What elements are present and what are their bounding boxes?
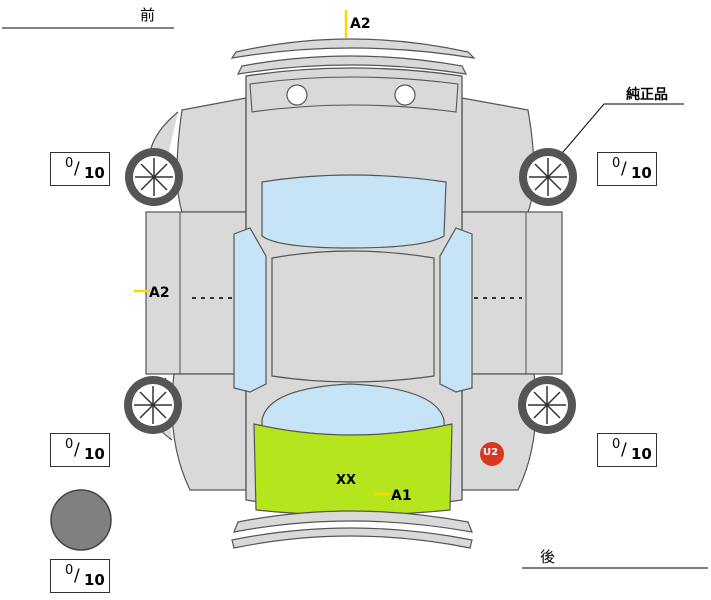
score-max: 10 [631, 164, 652, 182]
front-label: 前 [140, 6, 156, 24]
damage-code-rear: A1 [391, 488, 412, 504]
windshield [261, 174, 447, 249]
damage-code-left: A2 [149, 285, 170, 301]
score-separator: / [621, 440, 627, 460]
left-headlight [286, 84, 308, 106]
score-max: 10 [84, 164, 105, 182]
rear-bumper [233, 510, 473, 533]
score-separator: / [621, 159, 627, 179]
right-front-fender [461, 97, 535, 213]
score-max: 10 [84, 571, 105, 589]
left-side-window [233, 227, 267, 393]
right-doors [461, 211, 563, 375]
front-bumper-lower [236, 55, 468, 75]
score-value: 0 [65, 563, 74, 578]
u2-badge-label: U2 [483, 447, 499, 458]
rear-bumper-lower [231, 527, 473, 549]
score-value: 0 [65, 156, 74, 171]
scratch-mark-xx: XX [336, 473, 357, 488]
score-box-rear-left: 0 / 10 [50, 433, 110, 467]
roof [271, 250, 435, 383]
front-left-wheel-icon [125, 148, 183, 206]
score-box-front-right: 0 / 10 [597, 152, 657, 186]
genuine-leader-line [551, 103, 684, 166]
score-separator: / [74, 440, 80, 460]
trunk-panel-highlight [253, 423, 453, 516]
score-max: 10 [631, 445, 652, 463]
front-right-wheel-icon [519, 148, 577, 206]
u2-badge [480, 442, 504, 466]
score-separator: / [74, 159, 80, 179]
damage-code-front: A2 [350, 16, 371, 32]
score-value: 0 [612, 156, 621, 171]
score-box-front-left: 0 / 10 [50, 152, 110, 186]
score-max: 10 [84, 445, 105, 463]
rear-left-wheel-icon [124, 376, 182, 434]
spare-tire-icon [50, 489, 112, 551]
score-value: 0 [612, 437, 621, 452]
left-rear-fender [171, 373, 247, 491]
score-separator: / [74, 566, 80, 586]
score-box-spare: 0 / 10 [50, 559, 110, 593]
front-bumper [230, 38, 476, 59]
right-headlight [394, 84, 416, 106]
left-front-fender [176, 97, 247, 213]
right-side-window [439, 227, 473, 393]
score-box-rear-right: 0 / 10 [597, 433, 657, 467]
rear-label: 後 [540, 548, 556, 566]
genuine-parts-label: 純正品 [626, 87, 668, 103]
score-value: 0 [65, 437, 74, 452]
rear-right-wheel-icon [518, 376, 576, 434]
